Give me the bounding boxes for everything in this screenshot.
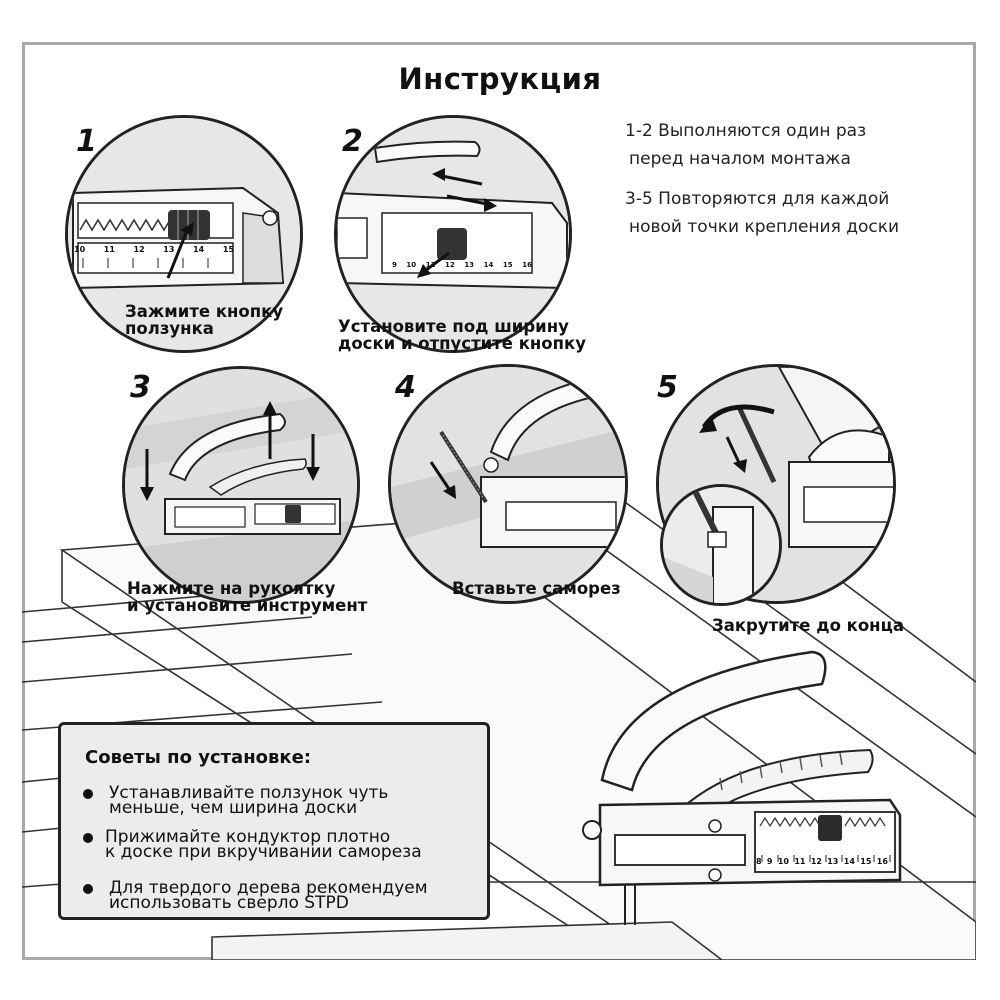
- tip-line: Прижимайте кондуктор плотно: [105, 827, 391, 847]
- step-1-caption: Зажмите кнопку ползунка: [125, 303, 283, 337]
- tips-title: Советы по установке:: [85, 747, 312, 768]
- tip-line: использовать сверло STPD: [109, 893, 349, 913]
- scale-label: 12: [810, 857, 822, 866]
- note-line: 1-2 Выполняются один раз: [625, 121, 867, 141]
- step-5-illustration: [656, 364, 896, 604]
- scale-label: 11: [103, 245, 115, 254]
- scale-label: 13: [163, 245, 175, 254]
- scale-label: 14: [483, 261, 494, 269]
- caption-line: Вставьте саморез: [452, 579, 621, 598]
- scale-label: 16: [876, 857, 888, 866]
- scale-label: 14: [193, 245, 205, 254]
- step-2-illustration: 9 10 11 12 13 14 15 16: [334, 115, 572, 353]
- scale-label: 15: [222, 245, 234, 254]
- scale-label: 10: [406, 261, 417, 269]
- scale-label: 11: [425, 261, 436, 269]
- step-2-caption: Установите под ширину доски и отпустите …: [338, 318, 586, 352]
- note-steps-1-2: 1-2 Выполняются один раз перед началом м…: [625, 117, 866, 173]
- step-4-illustration: [388, 364, 628, 604]
- scale-label: 11: [794, 857, 806, 866]
- step-1-illustration: 10 11 12 13 14 15: [65, 115, 303, 353]
- scale-label: 15: [502, 261, 513, 269]
- tips-box: Советы по установке: Устанавливайте полз…: [58, 722, 490, 920]
- scale-label: 12: [133, 245, 145, 254]
- caption-line: доски и отпустите кнопку: [338, 334, 586, 353]
- scale-label: 16: [522, 261, 532, 269]
- caption-line: и установите инструмент: [127, 596, 368, 615]
- main-tool-illustration: [582, 650, 902, 925]
- scale-label: 8: [756, 857, 762, 866]
- tip-line: к доске при вкручивании самореза: [105, 842, 422, 862]
- scale-label: 15: [860, 857, 872, 866]
- scale-label: 14: [843, 857, 855, 866]
- scale-label: 10: [777, 857, 789, 866]
- scale-label: 12: [445, 261, 455, 269]
- step-5-caption: Закрутите до конца: [712, 617, 904, 634]
- tip-line: меньше, чем ширина доски: [109, 798, 358, 818]
- caption-line: ползунка: [125, 319, 214, 338]
- scale-label: 13: [827, 857, 839, 866]
- tip-line: Устанавливайте ползунок чуть: [109, 783, 389, 803]
- scale-label: 9: [766, 857, 773, 866]
- note-line: новой точки крепления доски: [629, 217, 900, 237]
- bullet-icon: [83, 833, 93, 843]
- scale-label: 13: [464, 261, 475, 269]
- caption-line: Зажмите кнопку: [125, 302, 284, 321]
- step-4-caption: Вставьте саморез: [452, 580, 621, 597]
- scale-label: 10: [74, 245, 86, 254]
- caption-line: Установите под ширину: [338, 317, 569, 336]
- bullet-icon: [83, 884, 93, 894]
- step-3-caption: Нажмите на рукоятку и установите инструм…: [127, 580, 367, 614]
- caption-line: Нажмите на рукоятку: [127, 579, 336, 598]
- main-tool-scale: 8 9 10 11 12 13 14 15 16: [756, 857, 888, 866]
- scale-label: 9: [392, 261, 397, 269]
- note-steps-3-5: 3-5 Повторяются для каждой новой точки к…: [625, 185, 899, 241]
- tip-line: Для твердого дерева рекомендуем: [109, 878, 428, 898]
- bullet-icon: [83, 789, 93, 799]
- page-title: Инструкция: [398, 62, 602, 96]
- caption-line: Закрутите до конца: [712, 616, 904, 635]
- step-3-illustration: [122, 366, 360, 604]
- step-5-detail-inset: [660, 484, 782, 606]
- note-line: 3-5 Повторяются для каждой: [625, 189, 890, 209]
- note-line: перед началом монтажа: [629, 149, 851, 169]
